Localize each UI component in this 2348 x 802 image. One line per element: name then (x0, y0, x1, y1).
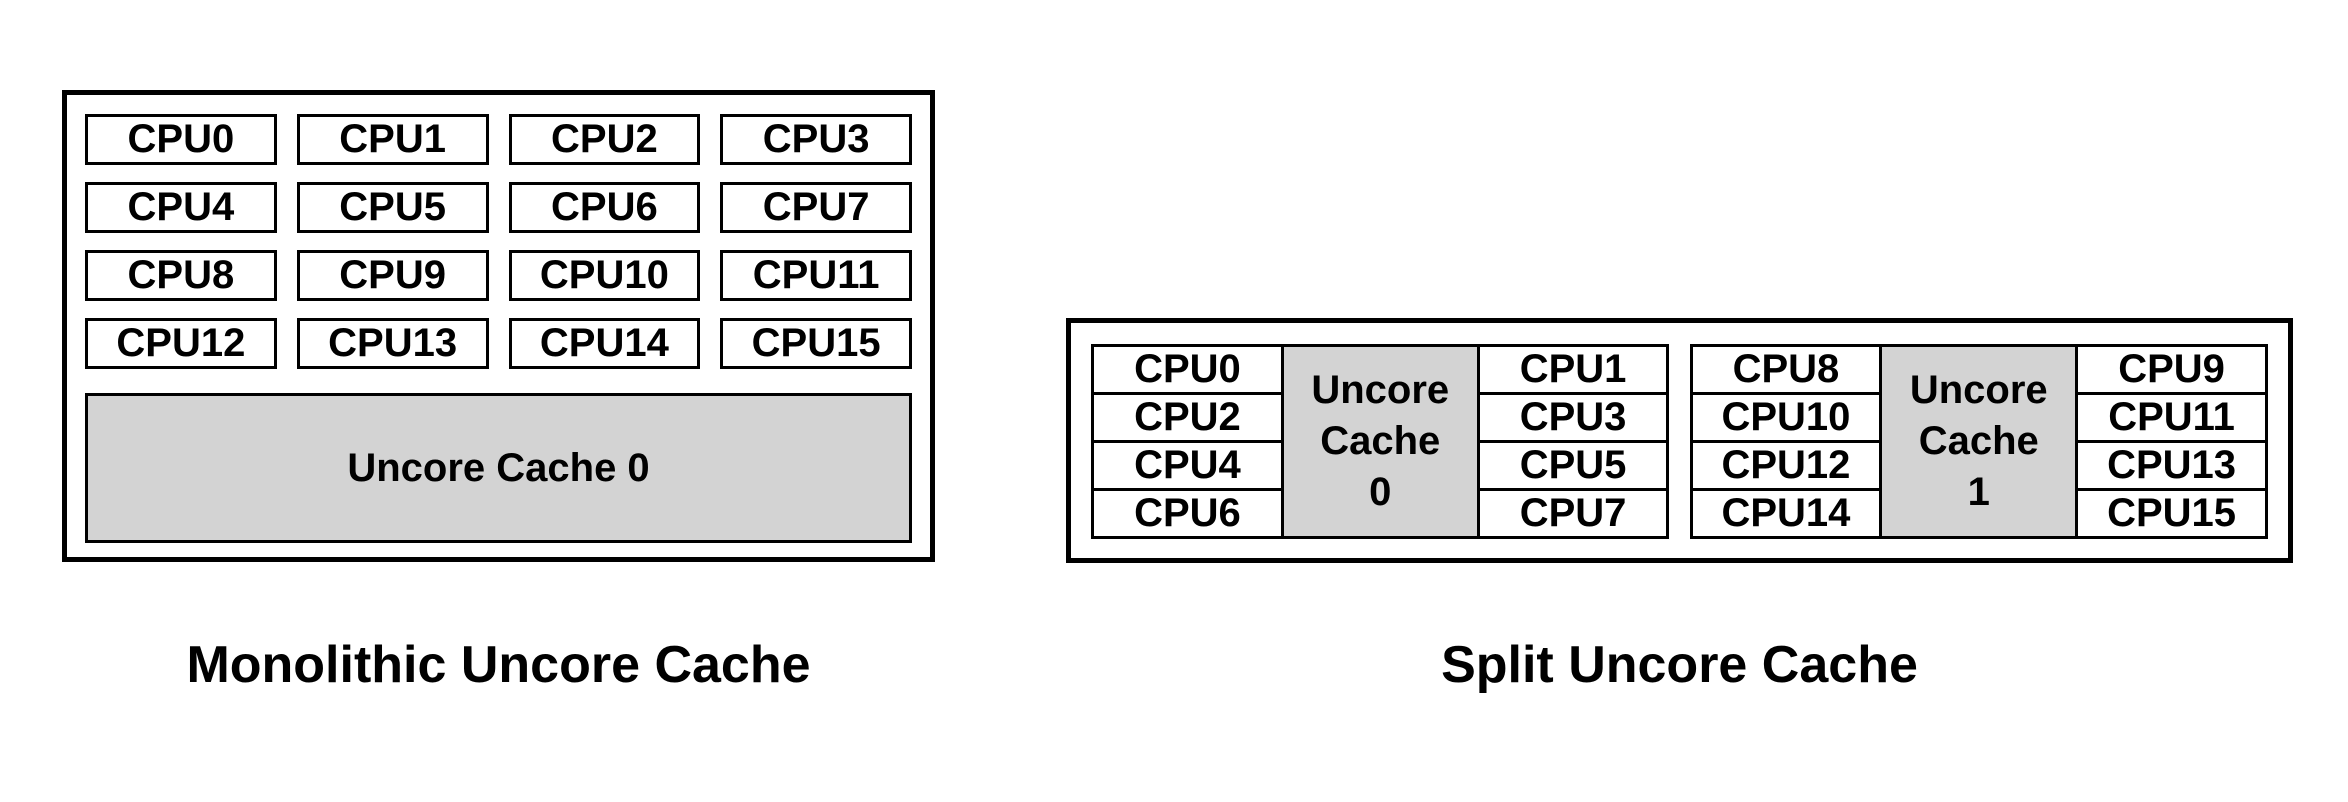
cpu5-box: CPU5 (1476, 440, 1670, 491)
uncore-cache-1-line2: Cache (1918, 419, 2039, 463)
cpu15-box: CPU15 (2075, 488, 2268, 539)
cpu5-box: CPU5 (296, 182, 489, 233)
cpu7-box: CPU7 (720, 182, 912, 233)
cpu2-box: CPU2 (1091, 392, 1284, 443)
cpu11-box: CPU11 (720, 250, 912, 301)
cpu1-box: CPU1 (1476, 344, 1670, 395)
cpu15-box: CPU15 (720, 318, 912, 369)
split-group-0-left-column: CPU0 CPU2 CPU4 CPU6 (1091, 344, 1284, 539)
cpu1-box: CPU1 (296, 114, 489, 165)
cpu3-box: CPU3 (720, 114, 912, 165)
cpu8-box: CPU8 (1689, 344, 1883, 395)
uncore-cache-0-line1: Uncore (1311, 368, 1450, 412)
split-uncore-cache-0-box: Uncore Cache 0 (1280, 344, 1480, 539)
cpu6-box: CPU6 (1091, 488, 1284, 539)
split-group-1: CPU8 CPU10 CPU12 CPU14 Uncore Cache 1 CP… (1689, 344, 2269, 539)
monolithic-caption: Monolithic Uncore Cache (186, 636, 811, 694)
cpu13-box: CPU13 (296, 318, 489, 369)
uncore-cache-0-line3: 0 (1369, 470, 1392, 514)
cpu14-box: CPU14 (508, 318, 701, 369)
cpu10-box: CPU10 (1689, 392, 1883, 443)
uncore-cache-0-box: Uncore Cache 0 (85, 393, 912, 543)
uncore-cache-0-line2: Cache (1320, 419, 1441, 463)
split-group-1-left-column: CPU8 CPU10 CPU12 CPU14 (1689, 344, 1883, 539)
uncore-cache-1-line1: Uncore (1909, 368, 2048, 412)
split-group-1-right-column: CPU9 CPU11 CPU13 CPU15 (2075, 344, 2268, 539)
cpu11-box: CPU11 (2075, 392, 2268, 443)
cpu10-box: CPU10 (508, 250, 701, 301)
uncore-cache-1-line3: 1 (1967, 470, 1990, 514)
cpu6-box: CPU6 (508, 182, 701, 233)
cpu12-box: CPU12 (85, 318, 277, 369)
cpu4-box: CPU4 (1091, 440, 1284, 491)
cpu0-box: CPU0 (1091, 344, 1284, 395)
cpu8-box: CPU8 (85, 250, 277, 301)
split-chip-box: CPU0 CPU2 CPU4 CPU6 Uncore Cache 0 CPU1 … (1066, 318, 2293, 563)
split-group-0: CPU0 CPU2 CPU4 CPU6 Uncore Cache 0 CPU1 … (1091, 344, 1670, 539)
cpu13-box: CPU13 (2075, 440, 2268, 491)
split-uncore-cache-1-box: Uncore Cache 1 (1879, 344, 2079, 539)
monolithic-chip-box: CPU0 CPU1 CPU2 CPU3 CPU4 CPU5 CPU6 CPU7 … (62, 90, 935, 562)
cpu3-box: CPU3 (1476, 392, 1670, 443)
cpu2-box: CPU2 (508, 114, 701, 165)
cpu4-box: CPU4 (85, 182, 277, 233)
cpu12-box: CPU12 (1689, 440, 1883, 491)
cpu0-box: CPU0 (85, 114, 277, 165)
cpu9-box: CPU9 (2075, 344, 2268, 395)
monolithic-cpu-grid: CPU0 CPU1 CPU2 CPU3 CPU4 CPU5 CPU6 CPU7 … (85, 114, 912, 369)
split-caption: Split Uncore Cache (1441, 636, 1918, 694)
cpu9-box: CPU9 (296, 250, 489, 301)
cpu14-box: CPU14 (1689, 488, 1883, 539)
split-group-0-right-column: CPU1 CPU3 CPU5 CPU7 (1476, 344, 1670, 539)
cpu7-box: CPU7 (1476, 488, 1670, 539)
